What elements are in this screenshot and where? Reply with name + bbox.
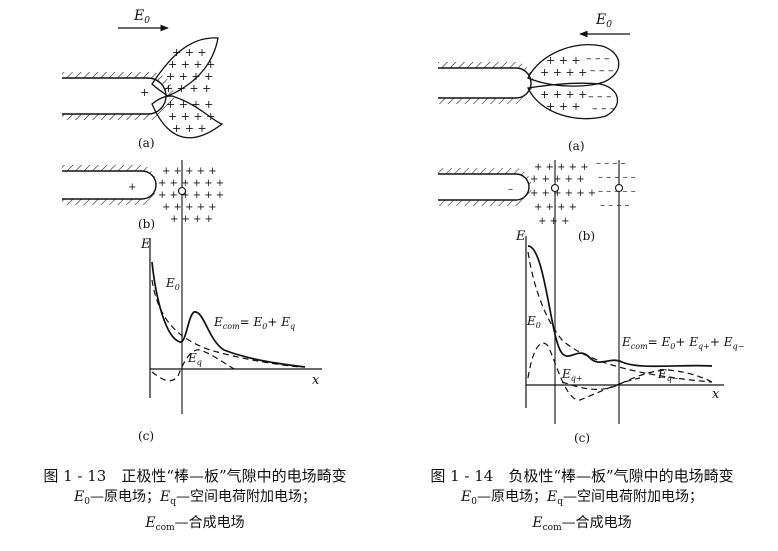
svg-text:– – –: – – –: [590, 64, 614, 77]
fig14-eqminus-label: Eq−: [657, 367, 679, 383]
fig13-caption-title: 图 1 - 13 正极性“棒—板”气隙中的电场畸变: [43, 467, 347, 485]
fig13-upper-lobe: [151, 37, 219, 97]
svg-text:+ + +: + + +: [546, 54, 581, 67]
svg-text:– – – –: – – – –: [600, 200, 630, 211]
svg-text:+: +: [140, 86, 149, 99]
svg-text:+ + +: + + +: [172, 46, 207, 59]
svg-text:+ + + +: + + + +: [168, 58, 215, 71]
fig13-label-b: (b): [138, 217, 155, 231]
fig13-label-c: (c): [138, 429, 154, 443]
svg-text:+ + + + + +: + + + + + +: [158, 190, 224, 201]
fig14-caption-title: 图 1 - 14 负极性“棒—板”气隙中的电场畸变: [430, 467, 734, 485]
fig13-caption-line3: Ecom—合成电场: [145, 515, 245, 533]
fig13-label-a: (a): [138, 136, 155, 150]
fig14-ecom-label: Ecom= E0+ Eq++ Eq−: [621, 335, 744, 351]
fig13-ecom-label: Ecom= E0+ Eq: [213, 315, 295, 331]
fig14-curve-ecom: [527, 245, 713, 368]
fig14-b-rod: [438, 173, 530, 201]
fig14-charge-center-2: [614, 183, 624, 193]
fig14-charge-center-1: [550, 183, 560, 193]
fig14-caption-line2: E0—原电场；Eq—空间电荷附加电场；: [461, 489, 703, 507]
fig13-panel-c: E x E0 Eq Ecom= E0+ Eq (c): [138, 160, 322, 443]
fig14-panel-c: E x E0 Eq+ Eq− Ecom= E0+ Eq++ Eq− (c): [515, 160, 744, 445]
svg-text:– – – –: – – – –: [596, 158, 626, 169]
fig13-caption: 图 1 - 13 正极性“棒—板”气隙中的电场畸变 E0—原电场；Eq—空间电荷…: [10, 466, 380, 539]
fig14-panel-a: E0 + + ++ + + + – – –– – – + + + ++ + + …: [438, 12, 630, 153]
svg-text:+ + + +: + + + +: [164, 82, 211, 95]
fig13-rod: [62, 77, 167, 115]
fig14-upper-lobe: [527, 44, 620, 87]
svg-text:+ + + + +: + + + + +: [162, 202, 217, 213]
svg-text:+ + + + + +: + + + + + +: [530, 188, 596, 199]
fig13-b-charges: + + + + ++ + + + + + + + + + + ++ + + + …: [128, 166, 224, 225]
fig14-axis-e-label: E: [515, 229, 526, 244]
svg-text:+ + + +: + + + +: [168, 110, 215, 123]
svg-text:– – – – –: – – – – –: [598, 172, 636, 183]
svg-text:– – – – –: – – – – –: [598, 186, 636, 197]
svg-text:+: +: [128, 182, 136, 193]
fig13-charge-center: [177, 186, 187, 196]
fig14-label-b: (b): [578, 229, 595, 243]
svg-text:+ + + +: + + + +: [540, 66, 587, 79]
svg-text:– – –: – – –: [588, 90, 612, 103]
fig14-caption-line3: Ecom—合成电场: [532, 515, 632, 533]
svg-text:+ + +: + + +: [546, 100, 581, 113]
svg-text:+ + + + +: + + + + +: [530, 174, 585, 185]
fig14-axis-x-label: x: [712, 387, 720, 402]
fig13-curve-ecom: [151, 261, 306, 368]
fig14-eqplus-label: Eq+: [561, 367, 583, 383]
svg-text:+ + + +: + + + +: [166, 70, 213, 83]
svg-text:+ + +: + + +: [172, 122, 207, 135]
fig14-rod: [438, 67, 532, 99]
fig13-e0-curve-label: E0: [165, 276, 180, 292]
fig13-lower-lobe: [151, 95, 224, 139]
fig13-panel-b: + + + + ++ + + + + + + + + + + ++ + + + …: [62, 165, 224, 231]
fig13-eq-curve-label: Eq: [187, 351, 202, 367]
fig13-axis-x-label: x: [312, 373, 320, 388]
svg-text:+ + + + +: + + + + +: [162, 166, 217, 177]
svg-text:+ + + +: + + + +: [540, 88, 587, 101]
fig13-caption-line2: E0—原电场；Eq—空间电荷附加电场；: [74, 489, 316, 507]
fig14-curve-e0: [527, 251, 713, 383]
svg-text:+ + + + + +: + + + + + +: [158, 178, 224, 189]
fig14-curve-eqplus: [527, 342, 641, 401]
fig13-b-rod: [62, 170, 157, 200]
fig13-curve-eq: [151, 349, 237, 382]
fig14-panel-b: + + + + ++ + + + + + + + + + ++ + + + –+…: [438, 158, 636, 243]
svg-text:+ + + +: + + + +: [166, 98, 213, 111]
fig14-a-charges: + + ++ + + + – – –– – – + + + ++ + + – –…: [540, 52, 616, 115]
fig13-e0-label: E0: [133, 8, 150, 26]
svg-text:– – –: – – –: [592, 102, 616, 115]
fig13-panel-a: E0 + + ++ + + ++ + + + + + + + + + + ++ …: [62, 8, 224, 150]
fig14-caption: 图 1 - 14 负极性“棒—板”气隙中的电场畸变 E0—原电场；Eq—空间电荷…: [396, 466, 768, 539]
fig13-a-charges: + + ++ + + ++ + + + + + + + + + + ++ + +…: [140, 46, 215, 135]
fig14-label-c: (c): [574, 431, 590, 445]
svg-text:–: –: [508, 184, 513, 195]
svg-text:+ + + + +: + + + + +: [534, 162, 589, 173]
fig13-axis-e-label: E: [140, 237, 151, 252]
fig14-lower-lobe: [527, 82, 618, 120]
svg-text:+ + + +: + + + +: [170, 214, 213, 225]
fig14-label-a: (a): [568, 139, 585, 153]
fig14-e0-curve-label: E0: [526, 314, 541, 330]
svg-text:– – –: – – –: [586, 52, 610, 65]
svg-text:+ + +: + + +: [538, 216, 570, 227]
fig14-e0-label: E0: [595, 12, 612, 30]
